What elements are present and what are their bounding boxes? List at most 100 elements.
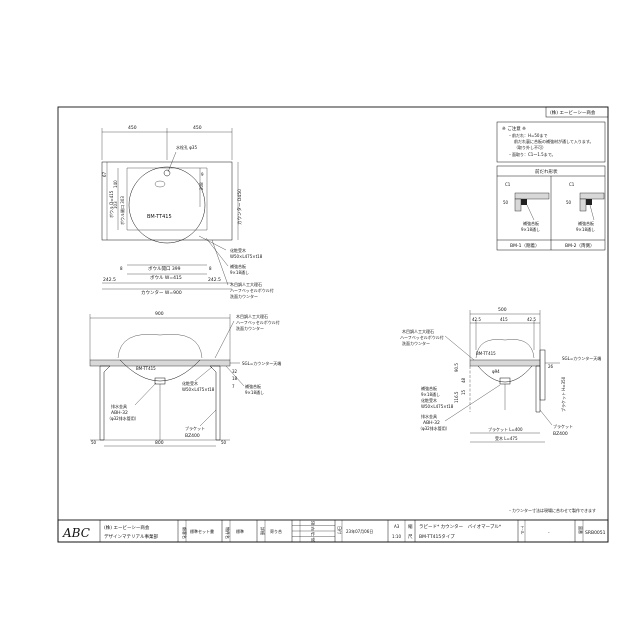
tb-customer-label: 顧客名	[182, 527, 188, 539]
front-dim-900: 900	[155, 311, 164, 317]
plan-bowl-outline	[126, 167, 208, 231]
plan-dim-140: 140	[113, 180, 118, 188]
plan-callout-ply-b: 9×18通し	[230, 269, 249, 275]
edge-h50-left: 50	[503, 200, 509, 205]
plan-dim-8-right: 8	[209, 266, 212, 271]
side-bracket-a: ブラケット	[553, 423, 573, 429]
plan-dim-9: 9	[201, 172, 204, 177]
front-d50-left: 50	[91, 440, 97, 445]
front-view: 900 BM-TT415 SGL=カウンター天端 木目調人工大理石 ハーフベッセ…	[89, 311, 281, 447]
plan-faucet-hole	[163, 169, 171, 177]
tb-product-code: BM-TT415タイプ	[419, 533, 455, 540]
side-drain-b: ABH-32	[423, 420, 440, 426]
plan-bowl-w: ボウル W=415	[150, 274, 182, 281]
front-bracket-right	[209, 365, 221, 441]
side-bracket-len: ブラケット L=400	[488, 426, 523, 432]
front-drain-c: （φ32排水管用）	[107, 415, 139, 421]
edge-profile-title: 前だれ形状	[535, 168, 558, 175]
side-wood-len: 受木 L=475	[495, 435, 518, 441]
plan-callout-ply-a: 補強合板	[230, 263, 246, 269]
plan-drain	[154, 180, 166, 188]
tb-rev-label: ト-ル	[520, 525, 525, 534]
tb-customer-value: 標準セット書	[190, 528, 214, 534]
front-d7: 7	[232, 384, 235, 389]
sheet-border	[57, 106, 609, 543]
tb-drawing-no-label: 図番	[578, 526, 584, 534]
side-d48: 48	[461, 377, 466, 383]
front-counter-slab	[89, 359, 231, 367]
side-callout-b: ハーフベッセルボウル付	[400, 334, 444, 340]
plan-dim-208: 208	[199, 182, 204, 190]
plan-dim-8-left: 8	[120, 266, 123, 271]
tb-date-row-4: 成	[311, 536, 315, 542]
front-bowl-code: BM-TT415	[136, 366, 156, 371]
front-bracket-a: ブラケット	[185, 425, 205, 431]
front-callout-c: 洗面カウンター	[236, 325, 264, 331]
plan-callout-wood-a: 化粧受木	[230, 247, 246, 253]
side-bowl-code: BM-TT415	[476, 351, 496, 356]
title-block: ABC (株) エービーシー商会 デザインマテリアル事業部 顧客名 標準セット書…	[57, 520, 609, 543]
plan-counter-depth: カウンター D450	[236, 189, 243, 225]
plan-dim-103: 103	[113, 201, 118, 209]
plan-callout-wood-b: W50×L475×t18	[230, 254, 263, 259]
edge-caption-right: BM-2（両側）	[565, 242, 594, 249]
side-d15: 15	[461, 389, 466, 395]
front-bracket-b: BZ400	[185, 433, 200, 439]
side-dim-500: 500	[498, 307, 507, 313]
tb-drawing-no: SRB0051	[585, 530, 606, 536]
notes-line-1: ・前だれ：H=50まで	[508, 132, 547, 138]
company-header: (株) エービーシー商会	[550, 109, 596, 116]
front-drain-a: 排水金具	[111, 403, 127, 409]
side-d26: 26	[548, 364, 554, 369]
side-counter-top: SGL=カウンター天端	[562, 355, 601, 361]
tb-rev-value: -	[548, 531, 550, 536]
edge-label-left-a: 補強合板	[523, 220, 539, 226]
plan-callout-marble-c: 洗面カウンター	[230, 293, 258, 299]
edge-label-right-a: 補強合板	[578, 220, 594, 226]
front-bowl	[119, 359, 201, 382]
front-counter-top: SGL=カウンター天端	[242, 360, 281, 366]
front-ply-b: 9×18通し	[245, 389, 264, 395]
tb-scale: 1:10	[392, 534, 401, 539]
front-ply-a: 補強合板	[245, 383, 261, 389]
side-bracket	[535, 365, 541, 413]
abc-logo: ABC	[62, 526, 90, 540]
plan-counter-w: カウンター W=900	[141, 289, 182, 296]
plan-bowl-opening-w: ボウル開口 399	[148, 265, 181, 272]
plan-dim-450-left: 450	[128, 125, 137, 131]
plan-dim-242-right: 242.5	[208, 277, 221, 283]
tb-company: (株) エービーシー商会	[104, 524, 150, 531]
plan-counter-outline	[101, 161, 233, 241]
plan-view: 450 450 水栓孔 φ35 BM-TT415 67 140 103 ボウル …	[101, 125, 274, 299]
side-d94: φ94	[492, 369, 500, 374]
plan-dim-bowl-depth: ボウル D=415	[108, 190, 114, 218]
side-dim-42a: 42.5	[472, 317, 481, 322]
front-d50-right: 50	[221, 440, 227, 445]
tb-shaku: 尺	[408, 534, 413, 540]
side-wood-b: W50×L475×t18	[421, 404, 454, 409]
front-wood-a: 化粧受木	[182, 380, 198, 386]
side-view: 500 42.5 415 42.5 BM-TT415 φ94 SGL=カウンター…	[400, 307, 601, 443]
side-d90: 90.5	[454, 363, 459, 372]
side-drain-a: 排水金具	[421, 413, 437, 419]
plan-callout-marble-a: 木目調人工大理石	[230, 281, 262, 287]
plan-dim-67: 67	[102, 171, 107, 177]
tb-date-label: 日付	[337, 526, 343, 534]
notes-title: ※ ご注意 ※	[502, 125, 526, 132]
side-ply-b: 9×18通し	[421, 391, 440, 397]
plan-bowl-code: BM-TT415	[147, 214, 172, 220]
side-callout-a: 木目調人工大理石	[402, 328, 434, 334]
side-counter-slab	[469, 359, 541, 367]
tb-site-value: 標準	[236, 528, 244, 534]
edge-c1-left: C1	[505, 182, 511, 187]
plan-dim-bowl-opening-depth: ボウル開口 303	[119, 196, 125, 225]
plan-dim-242-left: 242.5	[103, 277, 116, 283]
plan-bowl-circle	[128, 166, 206, 244]
tb-date-value: 23年07月06日	[346, 528, 373, 534]
front-callout-a: 木目調人工大理石	[236, 313, 268, 319]
tb-zu: 縮	[408, 523, 413, 530]
notes-line-4: ・面取り：C1～1.5まで。	[508, 151, 556, 157]
side-callout-c: 洗面カウンター	[402, 340, 430, 346]
side-bowl	[475, 339, 535, 359]
